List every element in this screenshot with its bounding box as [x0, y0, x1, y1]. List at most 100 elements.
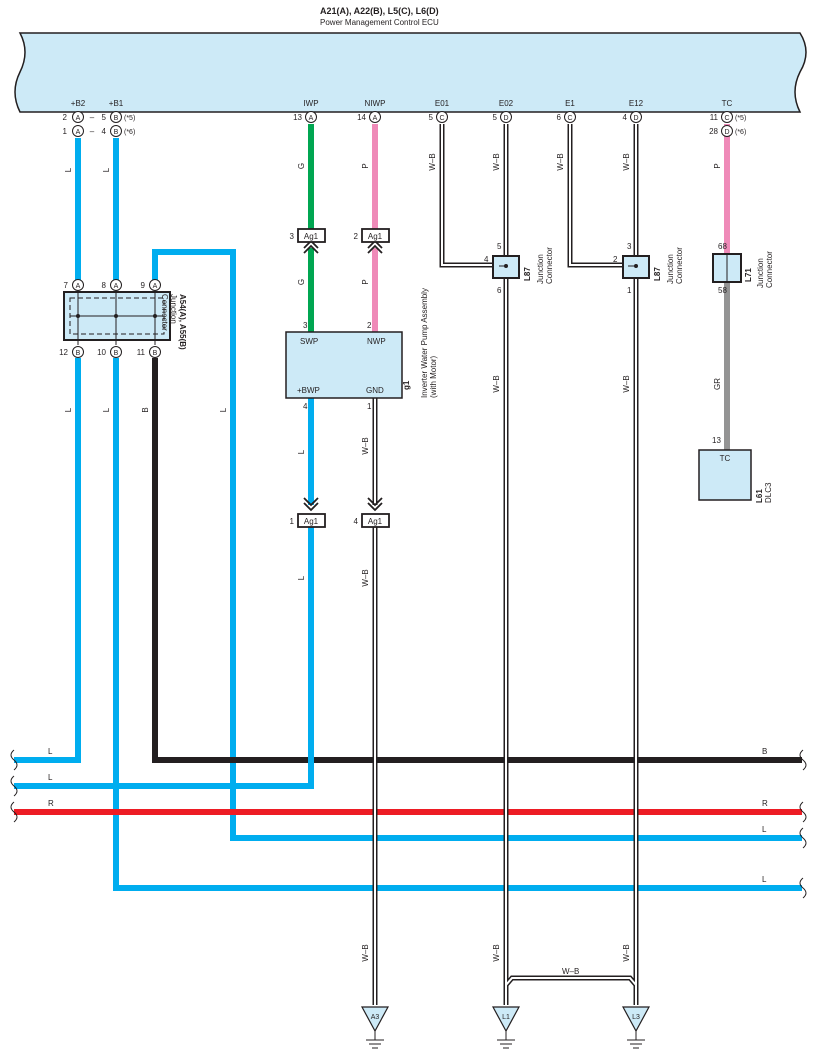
terminal-tc: TC: [722, 99, 733, 108]
label-niwp-p-upper: P: [361, 163, 370, 168]
l87b-code: L87: [653, 267, 662, 281]
terminal-iwp: IWP: [303, 99, 318, 108]
a55-badge-10: B: [114, 350, 119, 357]
label-e1-wb: W–B: [556, 153, 565, 170]
wire-labels-horizontal: L L R B R L L W–B: [48, 747, 768, 976]
wire-a55-11: [152, 358, 802, 763]
ground-l3-label: L3: [632, 1014, 640, 1021]
dlc3-name: DLC3: [764, 482, 773, 503]
pin-badge: [721, 125, 733, 137]
pin-e12-num: 4: [623, 113, 628, 122]
l71-pin-58: 58: [718, 286, 727, 295]
pin-tc-badge-a: C: [724, 115, 729, 122]
a54-pin-9: 9: [141, 281, 146, 290]
terminal-b2: +B2: [71, 99, 86, 108]
ecu-body: [14, 32, 807, 113]
label-b2-l: L: [64, 167, 73, 172]
label-e12-wb-mid: W–B: [622, 375, 631, 392]
pin-niwp-badge: A: [373, 115, 378, 122]
l87a-name2: Connector: [545, 247, 554, 284]
pin-e1-badge: C: [567, 115, 572, 122]
pump-nwp: NWP: [367, 337, 386, 346]
dlc3-pin: 13: [712, 436, 721, 445]
a55-pin-12: 12: [59, 348, 68, 357]
label-tc-p: P: [713, 163, 722, 168]
l87b-pin-3: 3: [627, 242, 632, 251]
pin-badge: [305, 111, 317, 123]
pump-pin-3: 3: [303, 321, 308, 330]
dlc3[interactable]: TC 13 L61 DLC3: [698, 436, 773, 503]
label-e01-wb: W–B: [428, 153, 437, 170]
pin-b1-b: 4: [102, 127, 107, 136]
label-e02-wb-upper: W–B: [492, 153, 501, 170]
label-bus-r-right: R: [762, 799, 768, 808]
pump-pin-1: 1: [367, 402, 372, 411]
junction-l71: 68 58 L71 Junction Connector: [712, 242, 774, 295]
l87b-name2: Connector: [675, 247, 684, 284]
pin-badge: [72, 125, 84, 137]
pin-dash-b: –: [90, 127, 95, 136]
label-ground-link-wb: W–B: [562, 967, 579, 976]
pin-niwp-num: 14: [357, 113, 366, 122]
l71-pin-68: 68: [718, 242, 727, 251]
ground-l3: L3: [621, 1006, 651, 1049]
ag1-pin-3: 3: [290, 232, 295, 241]
terminal-e1: E1: [565, 99, 575, 108]
dlc3-box[interactable]: [698, 449, 752, 501]
a54-label-code: A54(A), A55(B): [178, 294, 187, 350]
pin-badge: [369, 111, 381, 123]
l87b-pin-1: 1: [627, 286, 632, 295]
l71-name2: Connector: [765, 251, 774, 288]
junction-a54-a55: 7 A 8 A 9 A 12 B 10 B 11 B A54(A), A55(B…: [59, 279, 187, 358]
pin-e12-badge: D: [633, 115, 638, 122]
pump-sub: (with Motor): [429, 355, 438, 398]
terminal-e02: E02: [499, 99, 514, 108]
terminal-b1: +B1: [109, 99, 124, 108]
a55-pin-11: 11: [137, 348, 146, 357]
pump-name: Inverter Water Pump Assembly: [420, 288, 429, 398]
wires: [14, 124, 802, 891]
wb-wires: [372, 124, 639, 1005]
pin-b2-b: 1: [63, 127, 68, 136]
ecu-name: Power Management Control ECU: [320, 18, 439, 27]
pin-badge: [721, 111, 733, 123]
l87a-code: L87: [523, 267, 532, 281]
l87a-pin-6: 6: [497, 286, 502, 295]
label-bus-l4: L: [762, 875, 767, 884]
label-bus-r-left: R: [48, 799, 54, 808]
ag1-pin-2: 2: [354, 232, 359, 241]
label-a55-12-l: L: [64, 407, 73, 412]
a54-label-name2: Connector: [160, 294, 169, 331]
a54-label-name: Junction: [169, 294, 178, 324]
wire-b1-lower: [113, 358, 802, 891]
l87b-pin-2: 2: [613, 255, 618, 264]
pin-badge: [500, 111, 512, 123]
pin-iwp-badge: A: [309, 115, 314, 122]
l71-name: Junction: [756, 258, 765, 288]
label-gnd-wb-mid: W–B: [361, 569, 370, 586]
label-a55-10-l: L: [102, 407, 111, 412]
connector-ag1: Ag1 3 Ag1 2 Ag1 1 Ag1 4: [290, 228, 390, 528]
label-bus-l1: L: [48, 747, 53, 756]
pin-badge: [110, 111, 122, 123]
label-gnd-wb-upper: W–B: [361, 437, 370, 454]
l87a-pin-4: 4: [484, 255, 489, 264]
pin-badge: [630, 111, 642, 123]
a55-badge-11: B: [153, 350, 158, 357]
terminal-niwp: NIWP: [365, 99, 386, 108]
pump-pin-2: 2: [367, 321, 372, 330]
wire-a54-9: [152, 249, 802, 841]
label-loop-l: L: [219, 407, 228, 412]
junction-l87-e12: 3 2 1 L87 Junction Connector: [613, 242, 684, 295]
pin-badge: [564, 111, 576, 123]
pin-badge: [110, 125, 122, 137]
pin-tc-a: 11: [710, 113, 719, 122]
a54-pin-7: 7: [64, 281, 69, 290]
ag1-pin-4: 4: [354, 517, 359, 526]
a54-badge-8: A: [114, 283, 119, 290]
pin-b1-note-a: (*5): [124, 115, 135, 122]
terminal-e12: E12: [629, 99, 644, 108]
pump-gnd: GND: [366, 386, 384, 395]
pin-badge: [436, 111, 448, 123]
